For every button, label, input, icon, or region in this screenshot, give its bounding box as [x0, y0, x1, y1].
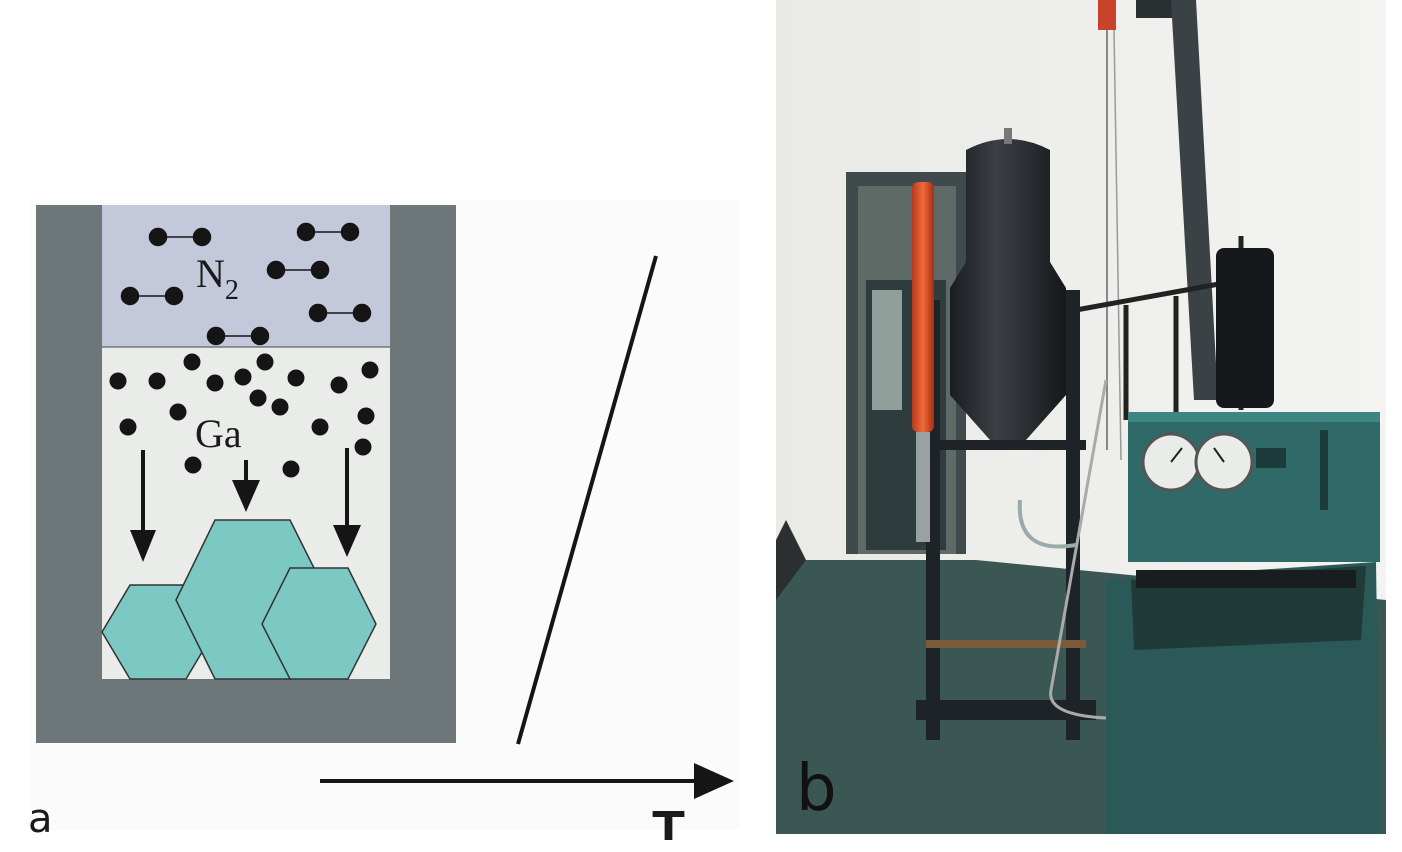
gallium-label: Ga	[195, 411, 242, 456]
hose	[1049, 379, 1108, 720]
dissolved-atoms	[109, 353, 379, 478]
nitrogen-label: N2	[196, 251, 239, 306]
gan-crystals	[101, 519, 377, 680]
arrow-center	[232, 460, 260, 512]
gauge-right	[1194, 432, 1254, 492]
apparatus-illustration	[776, 0, 1386, 834]
auxiliary-cylinder	[1216, 248, 1274, 408]
n2-molecule	[296, 222, 360, 242]
n2-molecule	[148, 227, 212, 247]
apparatus-photo	[776, 0, 1386, 834]
deposition-arrows	[130, 448, 361, 562]
pressure-vessel	[950, 139, 1066, 440]
n2-molecule	[206, 326, 270, 346]
hydraulic-cylinder	[912, 182, 934, 432]
gauge-left	[1141, 432, 1201, 492]
growth-schematic: N2 Ga	[36, 205, 734, 799]
temperature-axis	[320, 763, 734, 799]
crane-arm	[1171, 0, 1218, 400]
hoist	[1098, 0, 1116, 30]
temperature-profile-line	[516, 255, 658, 745]
panel-b-label: b	[796, 752, 837, 826]
arrow-right	[333, 448, 361, 557]
n2-molecule	[308, 303, 372, 323]
n2-molecule	[120, 286, 184, 306]
panel-a-label: a	[28, 796, 53, 842]
n2-molecules	[120, 222, 372, 346]
crystal-right	[261, 567, 377, 680]
arrow-left	[130, 450, 156, 562]
temperature-axis-label: T	[652, 800, 685, 840]
n2-molecule	[266, 260, 330, 280]
